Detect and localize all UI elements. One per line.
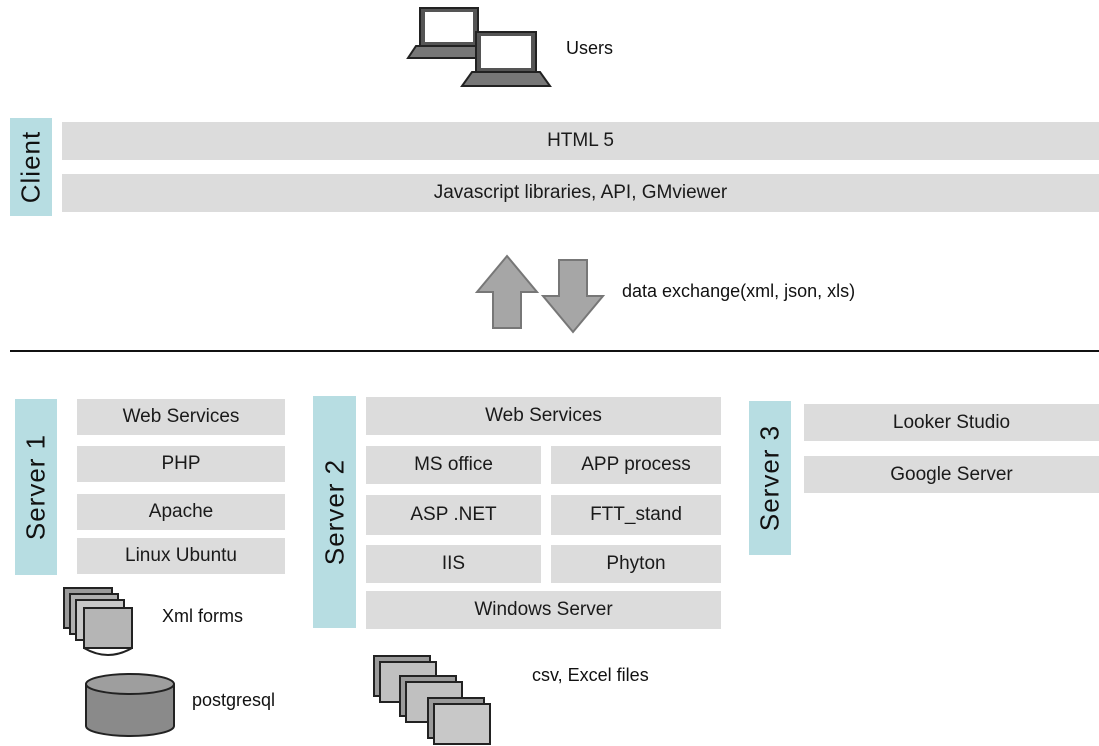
server2-layer-ms-office: MS office — [366, 446, 541, 484]
server2-layer-iis: IIS — [366, 545, 541, 583]
server2-label: Server 2 — [313, 396, 356, 628]
server1-layer-php: PHP — [77, 446, 285, 482]
server1-layer-apache: Apache — [77, 494, 285, 530]
server1-layer-linux: Linux Ubuntu — [77, 538, 285, 574]
users-label: Users — [566, 38, 614, 58]
server2-layer-asp-net: ASP .NET — [366, 495, 541, 535]
server3-label-text: Server 3 — [754, 424, 785, 532]
server2-layer-ftt-stand: FTT_stand — [551, 495, 721, 535]
server3-layer-looker-studio: Looker Studio — [804, 404, 1099, 441]
server3-layer-google-server: Google Server — [804, 456, 1099, 493]
database-icon — [85, 673, 175, 737]
document-stack-icon — [63, 587, 133, 656]
server2-layer-windows-server: Windows Server — [366, 591, 721, 629]
data-exchange-label: data exchange(xml, json, xls) — [622, 281, 856, 301]
client-layer-js-libraries: Javascript libraries, API, GMviewer — [62, 174, 1099, 212]
xml-forms-label: Xml forms — [162, 606, 243, 626]
server2-layer-app-process: APP process — [551, 446, 721, 484]
server2-label-text: Server 2 — [319, 458, 349, 566]
laptop-icon — [460, 31, 552, 87]
server2-layer-web-services: Web Services — [366, 397, 721, 435]
up-arrow-icon — [474, 254, 540, 329]
server1-label-text: Server 1 — [20, 433, 51, 541]
postgresql-label: postgresql — [192, 690, 276, 710]
document-stack-icon — [373, 655, 491, 745]
laptop-icon — [406, 7, 490, 59]
server1-label: Server 1 — [15, 399, 57, 575]
client-server-divider — [10, 350, 1099, 352]
client-label: Client — [10, 118, 52, 216]
server3-label: Server 3 — [749, 401, 791, 555]
server2-layer-phyton: Phyton — [551, 545, 721, 583]
client-label-text: Client — [15, 130, 46, 204]
client-layer-html5: HTML 5 — [62, 122, 1099, 160]
csv-excel-files-label: csv, Excel files — [532, 665, 649, 685]
server1-layer-web-services: Web Services — [77, 399, 285, 435]
down-arrow-icon — [540, 259, 606, 334]
